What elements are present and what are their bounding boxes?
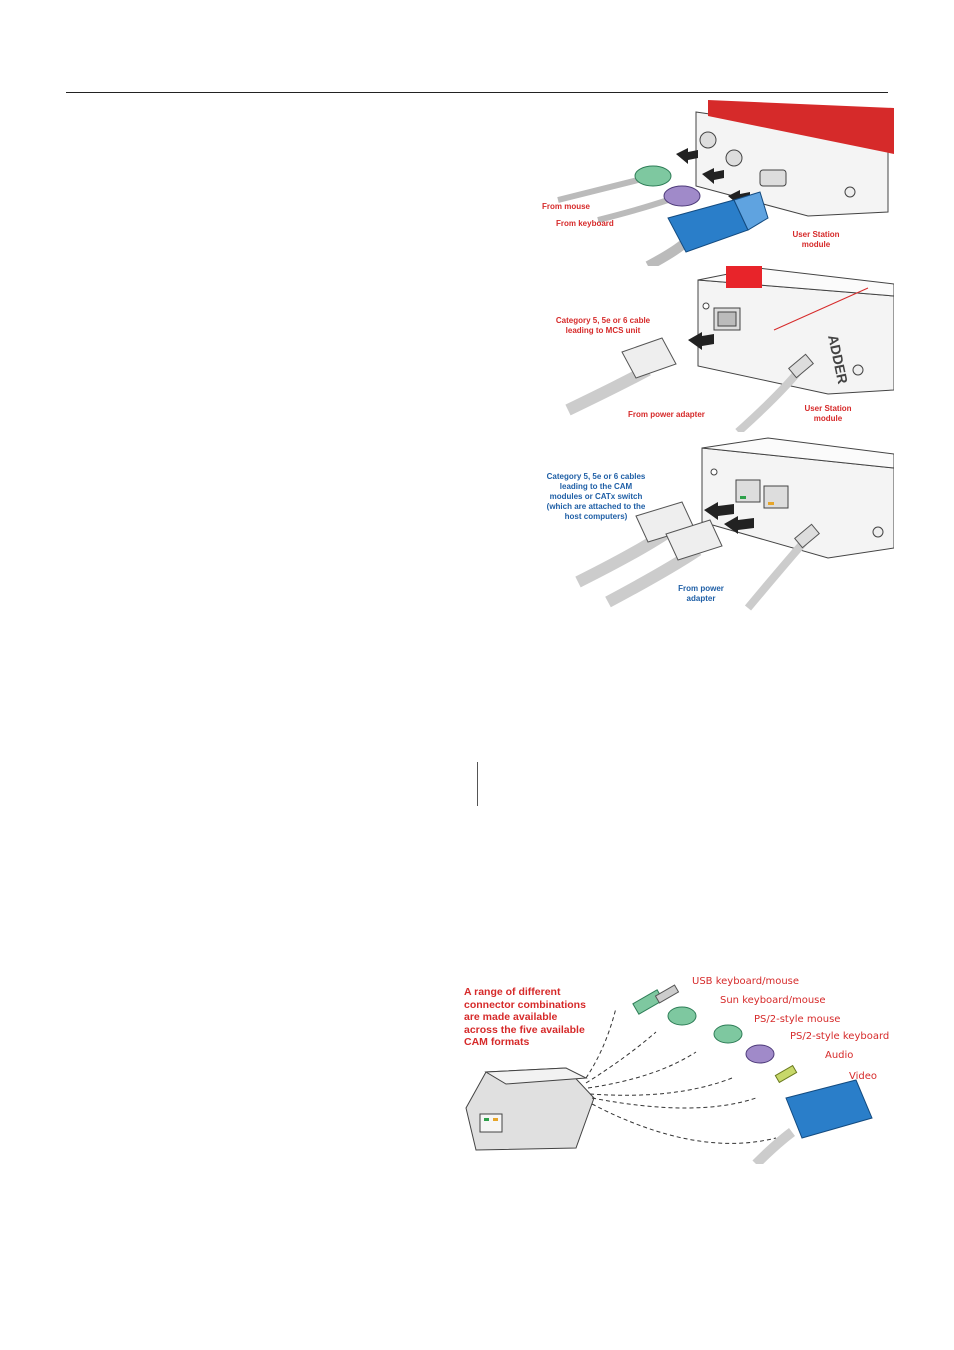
figure-cam-connector-options: A range of different connector combinati… bbox=[456, 968, 896, 1164]
label-usb-keyboard-mouse: USB keyboard/mouse bbox=[692, 976, 800, 987]
label-video: Video bbox=[849, 1071, 878, 1082]
label-user-station-module-2: User Station module bbox=[804, 404, 852, 423]
label-sun-keyboard-mouse: Sun keyboard/mouse bbox=[720, 995, 826, 1006]
callout-connector-combinations: A range of different connector combinati… bbox=[464, 986, 586, 1048]
user-station-peripherals-illustration bbox=[557, 100, 894, 266]
label-user-station-module: User Station module bbox=[792, 230, 840, 249]
label-from-power-adapter-2: From power adapter bbox=[678, 584, 724, 603]
label-from-keyboard: From keyboard bbox=[556, 219, 614, 228]
label-ps2-mouse: PS/2-style mouse bbox=[754, 1014, 841, 1025]
figure-user-station-peripherals: From mouse From keyboard User Station mo… bbox=[538, 100, 894, 266]
label-category-cable: Category 5, 5e or 6 cable leading to MCS… bbox=[555, 316, 651, 335]
label-audio: Audio bbox=[825, 1050, 854, 1061]
margin-rule bbox=[477, 762, 478, 806]
figure-dual-cat-ports: Category 5, 5e or 6 cables leading to th… bbox=[538, 432, 894, 618]
label-category-cables: Category 5, 5e or 6 cables leading to th… bbox=[546, 472, 646, 521]
header-rule bbox=[66, 92, 888, 93]
dual-cat-ports-illustration bbox=[575, 437, 894, 611]
cam-connector-options-illustration bbox=[465, 984, 873, 1164]
label-from-power-adapter: From power adapter bbox=[628, 410, 705, 419]
figure-user-station-cat-power: ADDER Category 5, 5e or 6 cable leading … bbox=[538, 266, 894, 432]
user-station-cat-power-illustration: ADDER bbox=[565, 266, 894, 432]
label-ps2-keyboard: PS/2-style keyboard bbox=[790, 1031, 890, 1042]
label-from-mouse: From mouse bbox=[542, 202, 591, 211]
